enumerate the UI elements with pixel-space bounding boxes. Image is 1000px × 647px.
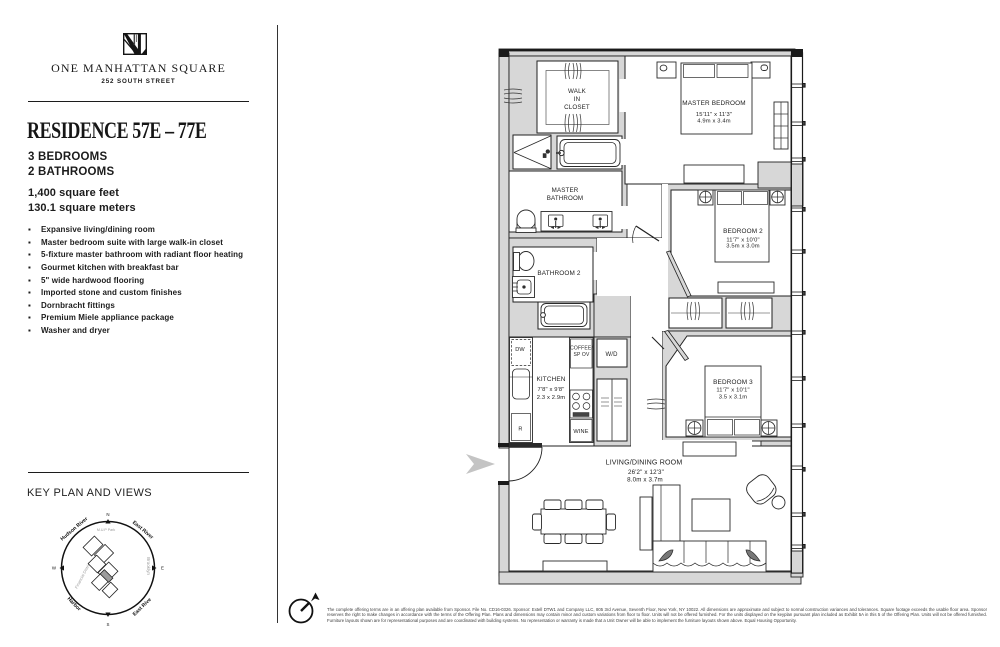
svg-text:4.9m x 3.4m: 4.9m x 3.4m	[697, 119, 731, 125]
svg-text:R: R	[518, 427, 522, 433]
svg-text:W: W	[52, 566, 57, 571]
svg-text:E: E	[161, 566, 164, 571]
svg-text:WINE: WINE	[573, 429, 588, 435]
svg-text:SP OV: SP OV	[574, 352, 590, 358]
svg-text:DW: DW	[515, 347, 525, 353]
svg-text:26'2" x 12'3": 26'2" x 12'3"	[628, 469, 664, 476]
svg-text:2.3 x 2.9m: 2.3 x 2.9m	[537, 395, 566, 401]
svg-text:3.5m x 3.0m: 3.5m x 3.0m	[726, 244, 760, 250]
svg-text:11'7" x 10'1": 11'7" x 10'1"	[716, 388, 749, 394]
svg-text:Brooklyn: Brooklyn	[146, 557, 151, 575]
svg-text:BEDROOM 3: BEDROOM 3	[713, 379, 753, 386]
svg-text:M.U.P Park: M.U.P Park	[97, 528, 116, 532]
svg-text:LIVING/DINING ROOM: LIVING/DINING ROOM	[606, 459, 683, 467]
svg-text:BATHROOM 2: BATHROOM 2	[537, 270, 581, 277]
svg-text:N: N	[106, 512, 109, 517]
svg-text:7'8" x 9'8": 7'8" x 9'8"	[538, 387, 565, 393]
svg-text:W/D: W/D	[605, 352, 618, 358]
svg-text:15'11" x 11'3": 15'11" x 11'3"	[696, 112, 732, 118]
svg-text:KITCHEN: KITCHEN	[536, 376, 565, 383]
svg-text:BATHROOM: BATHROOM	[547, 195, 584, 202]
svg-text:COFFEE/: COFFEE/	[570, 346, 593, 352]
svg-text:BEDROOM 2: BEDROOM 2	[723, 228, 763, 235]
svg-text:S: S	[107, 622, 110, 627]
svg-text:CLOSET: CLOSET	[564, 104, 590, 111]
svg-text:WALK: WALK	[568, 88, 587, 95]
svg-text:11'7" x 10'0": 11'7" x 10'0"	[726, 238, 759, 244]
svg-text:3.5 x 3.1m: 3.5 x 3.1m	[719, 395, 748, 401]
svg-text:IN: IN	[574, 96, 581, 103]
svg-text:MASTER: MASTER	[552, 187, 579, 194]
svg-text:8.0m x 3.7m: 8.0m x 3.7m	[627, 477, 663, 484]
svg-text:MASTER BEDROOM: MASTER BEDROOM	[682, 100, 746, 107]
